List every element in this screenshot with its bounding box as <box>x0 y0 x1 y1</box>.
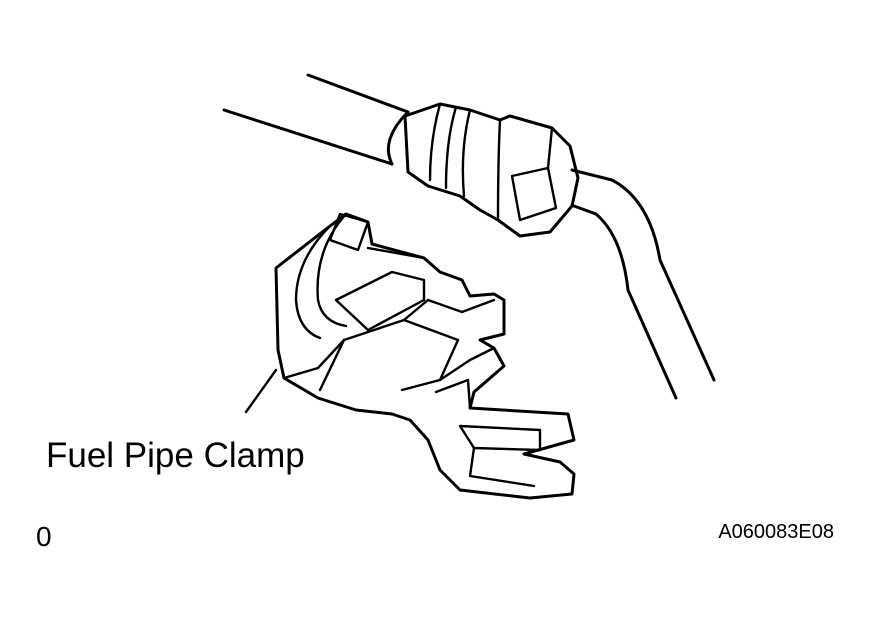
callout-label: Fuel Pipe Clamp <box>46 436 305 475</box>
callout-leader-line <box>244 368 278 414</box>
fuel-pipe-clamp <box>274 212 576 500</box>
fuel-hose <box>222 73 410 166</box>
hose-connector <box>403 102 580 238</box>
figure-code: A060083E08 <box>718 521 834 543</box>
fuel-pipe <box>570 168 716 400</box>
corner-mark: 0 <box>36 521 52 552</box>
